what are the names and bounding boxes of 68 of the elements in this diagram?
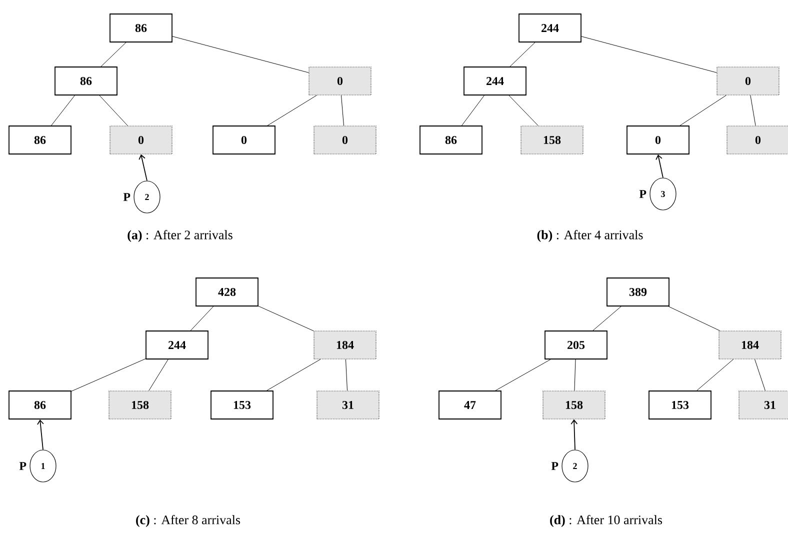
value-box: 0 [626, 126, 690, 154]
shaded-box: 0 [110, 126, 172, 154]
tree-line [267, 95, 317, 126]
shaded-box: 31 [738, 390, 788, 420]
shaded-box: 0 [726, 126, 788, 154]
tree-line [750, 95, 756, 126]
circle-node: 1 [30, 450, 56, 482]
value-box: 86 [54, 66, 118, 96]
circle-node: 3 [650, 178, 676, 210]
tree-line [581, 36, 717, 73]
shaded-box: 0 [314, 126, 376, 154]
arrow [138, 154, 148, 182]
value-box: 47 [438, 390, 502, 420]
tree-line [680, 95, 726, 126]
tree-line [495, 359, 551, 391]
shaded-box: 158 [542, 390, 606, 420]
caption: (c) : After 8 arrivals [136, 515, 240, 527]
value-box: 86 [8, 390, 72, 420]
tree-line [258, 306, 314, 332]
tree-line [172, 36, 309, 73]
value-box: 205 [544, 330, 608, 360]
value-box: 389 [606, 278, 670, 306]
tree-line [592, 306, 622, 331]
caption: (d) : After 10 arrivals [550, 515, 662, 527]
side-label: P [551, 462, 558, 470]
shaded-box: 158 [520, 126, 584, 154]
value-box: 153 [210, 390, 274, 420]
shaded-box: 158 [108, 390, 172, 420]
tree-line [462, 95, 484, 126]
tree-line [696, 359, 734, 391]
circle-node: 2 [134, 180, 160, 214]
shaded-box: 184 [718, 330, 782, 360]
value-box: 244 [464, 66, 526, 96]
value-box: 428 [196, 278, 258, 306]
shaded-box: 31 [316, 390, 380, 420]
tree-line [754, 359, 766, 391]
side-label: P [639, 190, 646, 198]
side-label: P [123, 193, 130, 201]
side-label: P [19, 462, 26, 470]
arrow [656, 154, 664, 178]
tree-line [574, 359, 576, 391]
arrow [570, 419, 578, 450]
arrow [37, 419, 44, 450]
value-box: 86 [110, 14, 172, 42]
tree-line [668, 306, 720, 331]
tree-line [345, 359, 348, 391]
value-box: 0 [212, 126, 276, 154]
shaded-box: 184 [314, 330, 376, 360]
value-box: 86 [8, 126, 72, 154]
value-box: 86 [420, 126, 482, 154]
tree-line [190, 306, 214, 331]
tree-line [266, 359, 321, 391]
shaded-box: 0 [308, 66, 372, 96]
tree-line [71, 358, 146, 392]
tree-line [100, 42, 126, 67]
tree-line [508, 95, 538, 126]
value-box: 153 [648, 390, 712, 420]
tree-line [340, 95, 344, 126]
tree-line [99, 95, 128, 126]
caption: (a) : After 2 arrivals [128, 230, 232, 242]
shaded-box: 0 [716, 66, 780, 96]
tree-line [51, 95, 75, 126]
value-box: 244 [518, 14, 582, 42]
tree-line [148, 359, 168, 391]
caption: (b) : After 4 arrivals [537, 230, 643, 242]
circle-node: 2 [562, 450, 588, 482]
value-box: 244 [146, 330, 208, 360]
tree-line [510, 42, 536, 67]
